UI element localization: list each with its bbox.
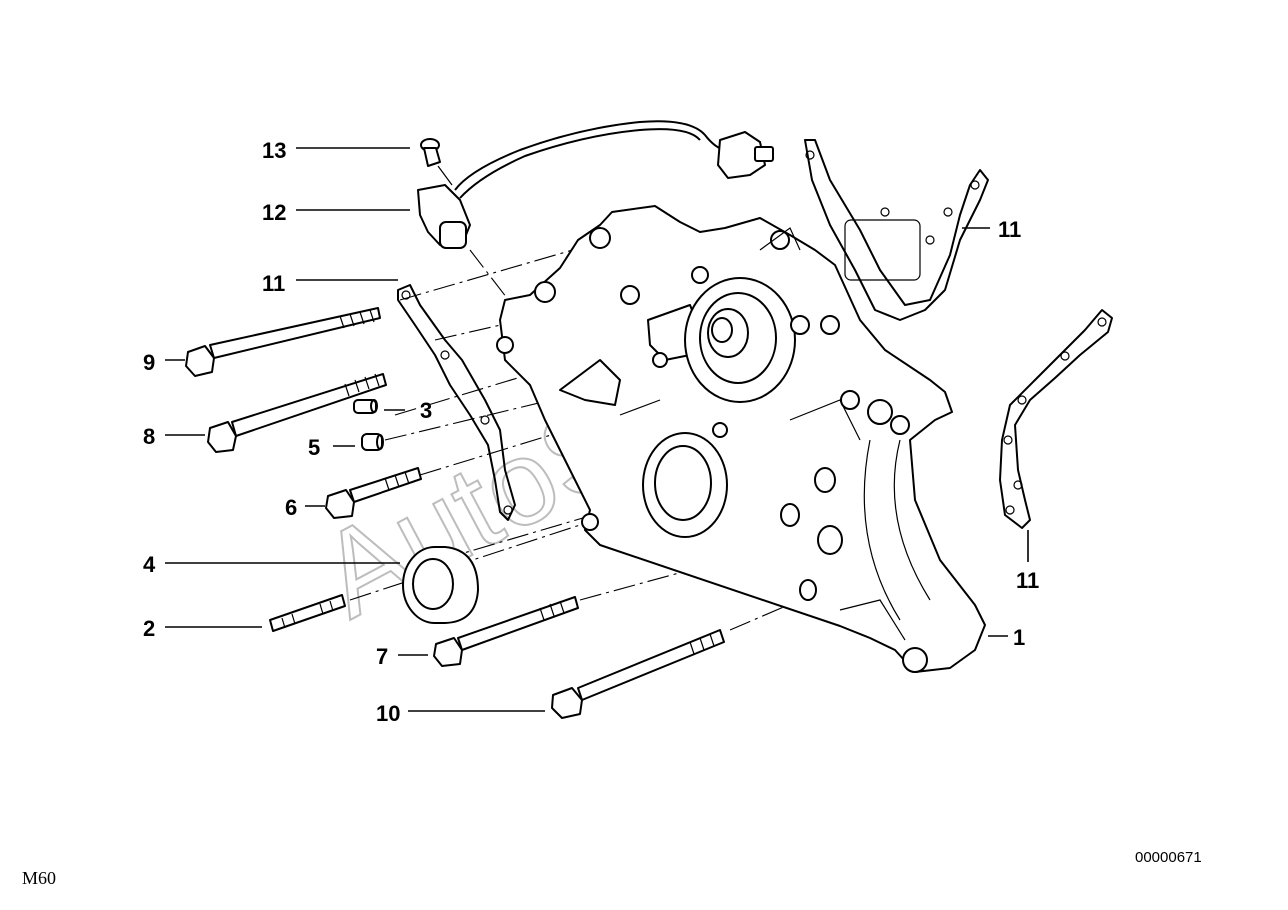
- gasket-top-right: [804, 139, 989, 321]
- callout-1: 1: [1013, 625, 1025, 650]
- timing-case-cover: [496, 205, 986, 673]
- leader-lines: [165, 147, 1029, 712]
- callout-3: 3: [420, 398, 432, 423]
- callout-labels: 13 12 11 9 8 3 5 6 4 2 7 10 1 11 11: [143, 138, 1039, 726]
- callout-9: 9: [143, 350, 155, 375]
- callout-11-top-right: 11: [998, 217, 1021, 242]
- sensor-with-cable: [417, 120, 774, 249]
- callout-10: 10: [376, 701, 400, 726]
- callout-12: 12: [262, 200, 286, 225]
- callout-13: 13: [262, 138, 286, 163]
- engine-code: M60: [22, 868, 56, 888]
- shaft-seal-4: [402, 546, 479, 624]
- diagram-number: 00000671: [1135, 849, 1202, 866]
- screw-13: [420, 138, 453, 186]
- dowel-sleeve-5: [361, 433, 384, 451]
- dowel-sleeve-3: [353, 399, 378, 414]
- bolt-7: [433, 596, 579, 667]
- bolt-9: [185, 307, 381, 377]
- stud-2: [269, 594, 346, 632]
- callout-8: 8: [143, 424, 155, 449]
- bolt-10: [551, 629, 725, 719]
- callout-5: 5: [308, 435, 320, 460]
- callout-4: 4: [143, 552, 156, 577]
- bolt-6: [325, 467, 422, 519]
- callout-2: 2: [143, 616, 155, 641]
- callout-6: 6: [285, 495, 297, 520]
- gasket-right: [999, 309, 1113, 529]
- callout-11-right: 11: [1016, 568, 1039, 593]
- bolt-8: [207, 373, 387, 453]
- gasket-left: [397, 284, 516, 521]
- callout-7: 7: [376, 644, 388, 669]
- callout-11-left: 11: [262, 271, 285, 296]
